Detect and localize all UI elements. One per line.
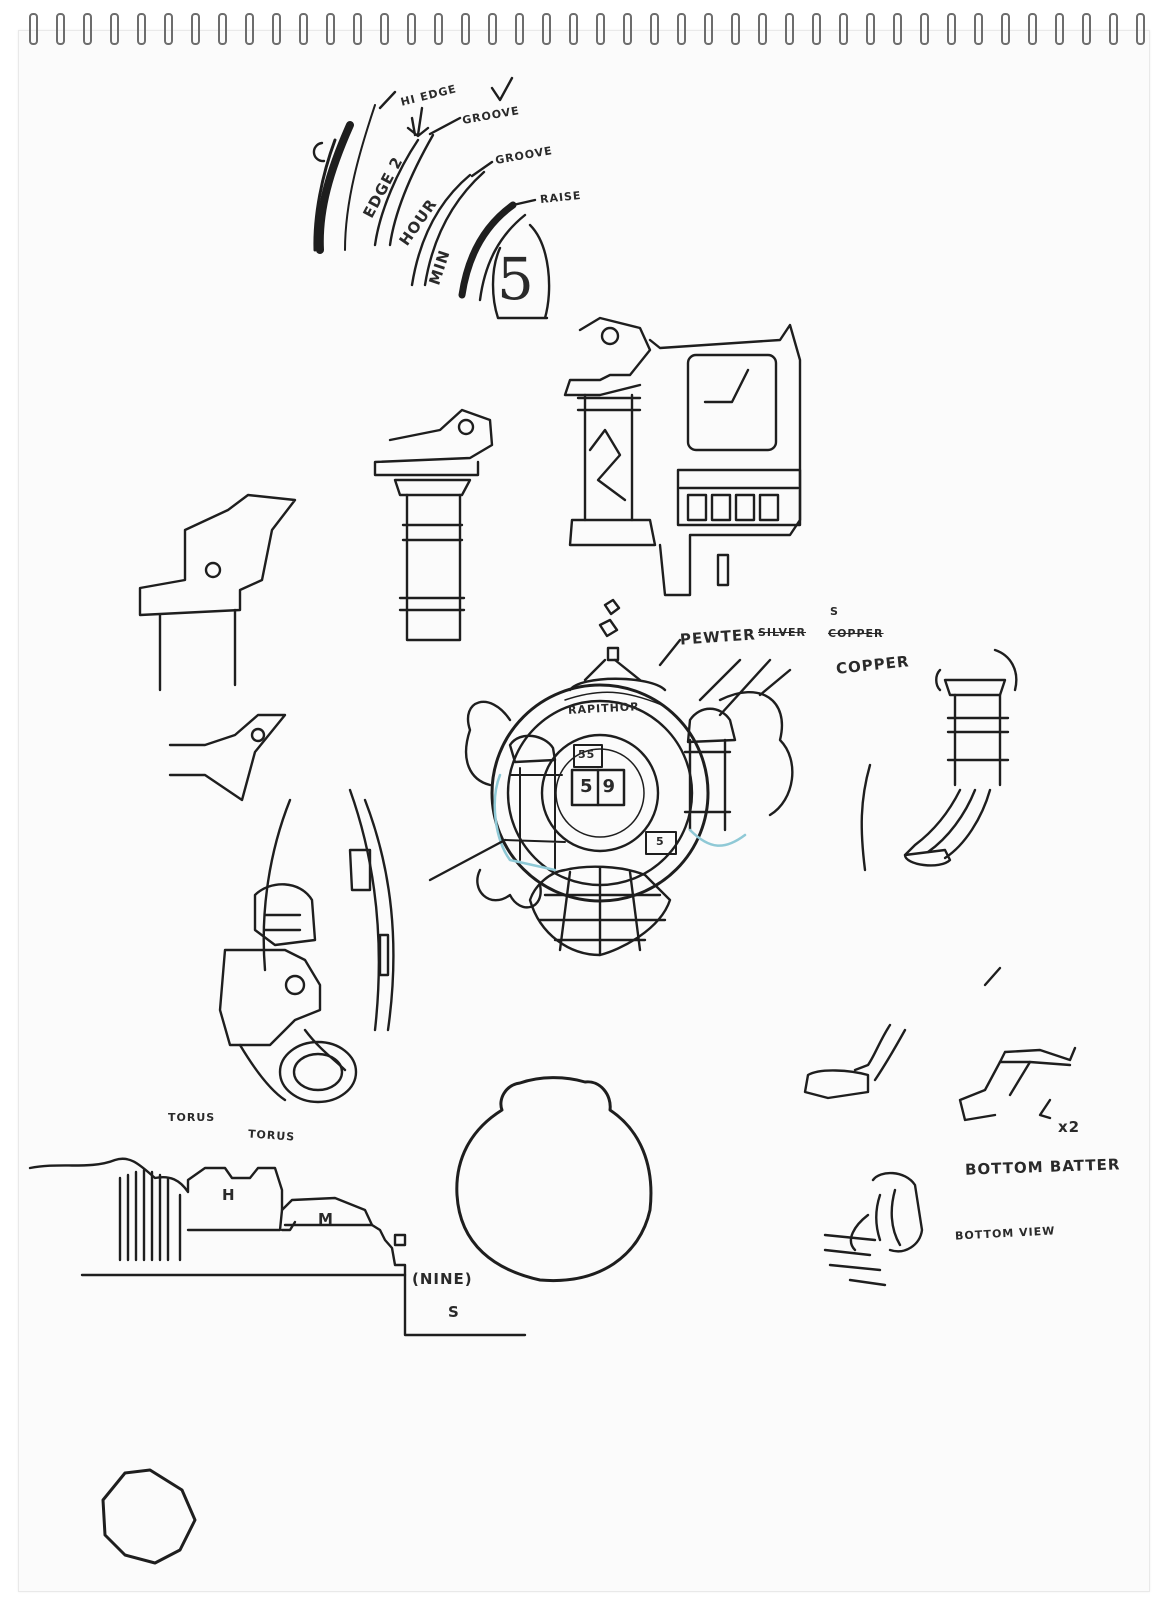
label-nine-s: S	[448, 1303, 460, 1321]
binding-ring	[488, 13, 497, 45]
right-column-sketch	[860, 648, 1018, 872]
binding-ring	[677, 13, 686, 45]
binding-ring	[1109, 13, 1118, 45]
binding-ring	[704, 13, 713, 45]
column-sketch	[373, 408, 494, 642]
binding-ring	[56, 13, 65, 45]
label-digit-5: 5	[497, 245, 535, 313]
dial-window-5: 5	[656, 835, 665, 848]
clock-tower-sketch	[563, 316, 802, 597]
binding-ring	[110, 13, 119, 45]
binding-ring	[515, 13, 524, 45]
label-m: M	[318, 1210, 334, 1228]
label-h: H	[222, 1186, 236, 1204]
binding-ring	[623, 13, 632, 45]
binding-ring	[542, 13, 551, 45]
binding-ring	[218, 13, 227, 45]
label-x2: x2	[1058, 1118, 1081, 1136]
label-torus-2: TORUS	[247, 1127, 296, 1144]
binding-ring	[731, 13, 740, 45]
binding-ring	[1001, 13, 1010, 45]
dial-section-sketch	[312, 76, 551, 320]
binding-ring	[272, 13, 281, 45]
binding-ring	[596, 13, 605, 45]
sketchbook-sheet	[18, 30, 1150, 1592]
dial-window-59: 59	[580, 776, 626, 797]
binding-ring	[974, 13, 983, 45]
label-silver: SILVER	[758, 626, 807, 639]
label-torus-1: TORUS	[168, 1111, 216, 1124]
label-copper-struck: COPPER	[828, 627, 884, 640]
profile-strip-sketch	[28, 1157, 527, 1337]
dial-window-55: 55	[578, 748, 596, 761]
binding-ring	[893, 13, 902, 45]
binding-ring	[812, 13, 821, 45]
binding-ring	[1082, 13, 1091, 45]
binding-ring	[164, 13, 173, 45]
bracket-post-sketch	[138, 493, 297, 802]
binding-ring	[299, 13, 308, 45]
binding-ring	[326, 13, 335, 45]
binding-ring	[407, 13, 416, 45]
binding-ring	[380, 13, 389, 45]
binding-ring	[461, 13, 470, 45]
binding-ring	[1028, 13, 1037, 45]
binding-ring	[245, 13, 254, 45]
binding-ring	[920, 13, 929, 45]
label-rapithor: RAPITHOR	[567, 700, 640, 717]
label-nine: (NINE)	[412, 1270, 473, 1288]
binding-ring	[434, 13, 443, 45]
binding-ring	[785, 13, 794, 45]
binding-ring	[137, 13, 146, 45]
right-pieces-sketch	[803, 966, 1077, 1287]
binding-ring	[839, 13, 848, 45]
binding-ring	[191, 13, 200, 45]
binding-ring	[866, 13, 875, 45]
binding-ring	[83, 13, 92, 45]
binding-ring	[758, 13, 767, 45]
binding-ring	[29, 13, 38, 45]
binding-ring	[650, 13, 659, 45]
binding-ring	[947, 13, 956, 45]
binding-ring	[1136, 13, 1145, 45]
binding-ring	[1055, 13, 1064, 45]
tilted-view-sketch	[218, 788, 395, 1104]
big-circle-sketch	[455, 1076, 653, 1283]
spiral-binding	[29, 13, 1145, 45]
label-s-mark: S	[830, 605, 839, 618]
main-device-sketch	[428, 598, 794, 957]
binding-ring	[569, 13, 578, 45]
octagon-sketch	[101, 1468, 197, 1565]
binding-ring	[353, 13, 362, 45]
